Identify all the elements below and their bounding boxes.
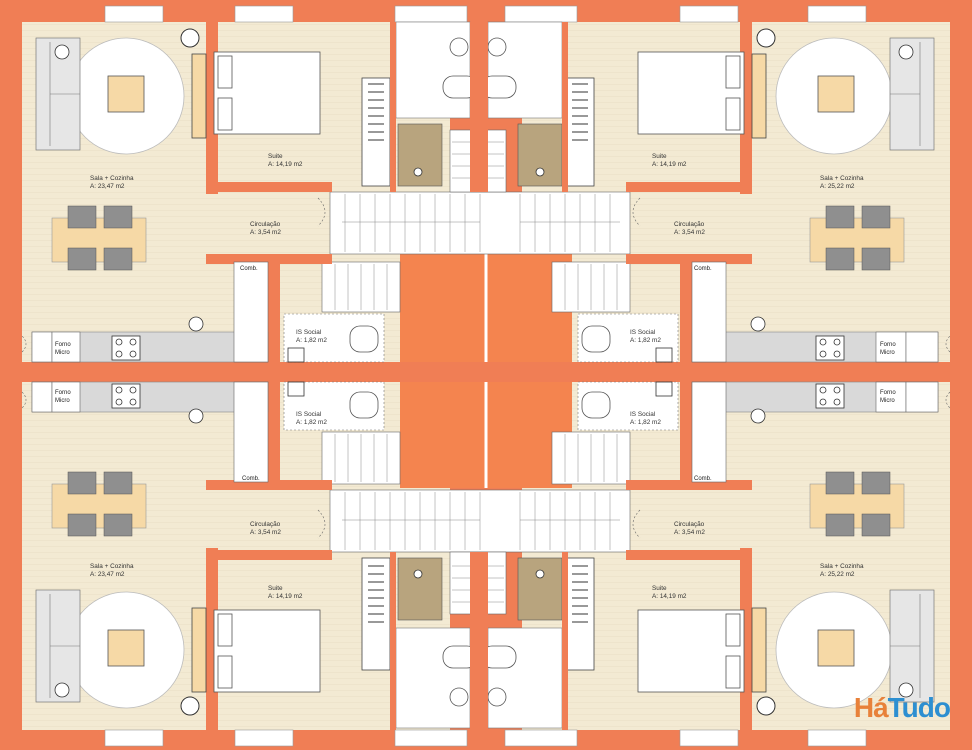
label-ws-br-area: A: 1,82 m2 — [630, 419, 661, 426]
label-living-bl-name: Sala + Cozinha — [90, 563, 134, 570]
label-circ-bl-area: A: 3,54 m2 — [250, 529, 281, 536]
room-labels: Sala + Cozinha A: 23,47 m2 Sala + Cozinh… — [90, 153, 864, 600]
label-circ-br-name: Circulação — [674, 521, 705, 528]
label-forno-br: Forno — [880, 390, 896, 396]
label-micro-bl: Micro — [55, 398, 70, 404]
label-micro-tr: Micro — [880, 350, 895, 356]
label-suite-br-name: Suite — [652, 585, 667, 592]
dining-chairs — [67, 205, 891, 537]
windows — [104, 5, 867, 747]
appliance-boxes — [31, 261, 939, 483]
coffee-tables — [107, 75, 855, 667]
label-circ-bl-name: Circulação — [250, 521, 281, 528]
label-living-br-area: A: 25,22 m2 — [820, 571, 855, 578]
label-circ-tr-area: A: 3,54 m2 — [674, 229, 705, 236]
wardrobe-hangers — [368, 83, 588, 623]
label-micro-br: Micro — [880, 398, 895, 404]
label-forno-tr: Forno — [880, 342, 896, 348]
label-ws-bl-area: A: 1,82 m2 — [296, 419, 327, 426]
label-ws-br-name: IS Social — [630, 411, 655, 418]
door-swings — [21, 197, 951, 539]
shower-drains — [413, 167, 545, 579]
cooktops — [111, 335, 845, 409]
label-living-tl-area: A: 23,47 m2 — [90, 183, 125, 190]
tv-units — [191, 53, 767, 693]
label-suite-tr-name: Suite — [652, 153, 667, 160]
watermark-part-b: Tudo — [887, 692, 951, 723]
label-ws-bl-name: IS Social — [296, 411, 321, 418]
suite-bathrooms — [395, 21, 563, 729]
label-circ-tr-name: Circulação — [674, 221, 705, 228]
label-suite-tr-area: A: 14,19 m2 — [652, 161, 687, 168]
label-ws-tl-area: A: 1,82 m2 — [296, 337, 327, 344]
label-suite-tl-name: Suite — [268, 153, 283, 160]
label-ws-tr-name: IS Social — [630, 329, 655, 336]
label-living-tr-name: Sala + Cozinha — [820, 175, 864, 182]
label-circ-tl-area: A: 3,54 m2 — [250, 229, 281, 236]
label-suite-tl-area: A: 14,19 m2 — [268, 161, 303, 168]
rugs — [67, 37, 893, 709]
label-comb-tl: Comb. — [240, 266, 258, 272]
label-suite-bl-name: Suite — [268, 585, 283, 592]
wc-sinks — [287, 347, 673, 397]
label-circ-tl-name: Circulação — [250, 221, 281, 228]
label-living-tr-area: A: 25,22 m2 — [820, 183, 855, 190]
label-living-tl-name: Sala + Cozinha — [90, 175, 134, 182]
sofa-cushions — [49, 42, 921, 698]
appliance-labels: Comb. Comb. Comb. Comb. Forno Micro Forn… — [55, 266, 896, 482]
label-micro-tl: Micro — [55, 350, 70, 356]
label-ws-tr-area: A: 1,82 m2 — [630, 337, 661, 344]
label-comb-tr: Comb. — [694, 266, 712, 272]
people-figures — [54, 44, 914, 698]
round-fixtures — [180, 28, 776, 716]
label-suite-br-area: A: 14,19 m2 — [652, 593, 687, 600]
label-circ-br-area: A: 3,54 m2 — [674, 529, 705, 536]
watermark-part-a: Há — [853, 692, 889, 723]
label-forno-tl: Forno — [55, 342, 71, 348]
label-ws-tl-name: IS Social — [296, 329, 321, 336]
label-comb-bl: Comb. — [242, 476, 260, 482]
label-suite-bl-area: A: 14,19 m2 — [268, 593, 303, 600]
watermark-logo: HáTudo — [853, 692, 951, 724]
stair-treads — [334, 141, 620, 603]
beds — [213, 51, 745, 693]
wc-toilets — [349, 325, 611, 419]
label-comb-br: Comb. — [694, 476, 712, 482]
label-forno-bl: Forno — [55, 390, 71, 396]
label-living-br-name: Sala + Cozinha — [820, 563, 864, 570]
label-living-bl-area: A: 23,47 m2 — [90, 571, 125, 578]
interior-walls — [22, 22, 950, 730]
